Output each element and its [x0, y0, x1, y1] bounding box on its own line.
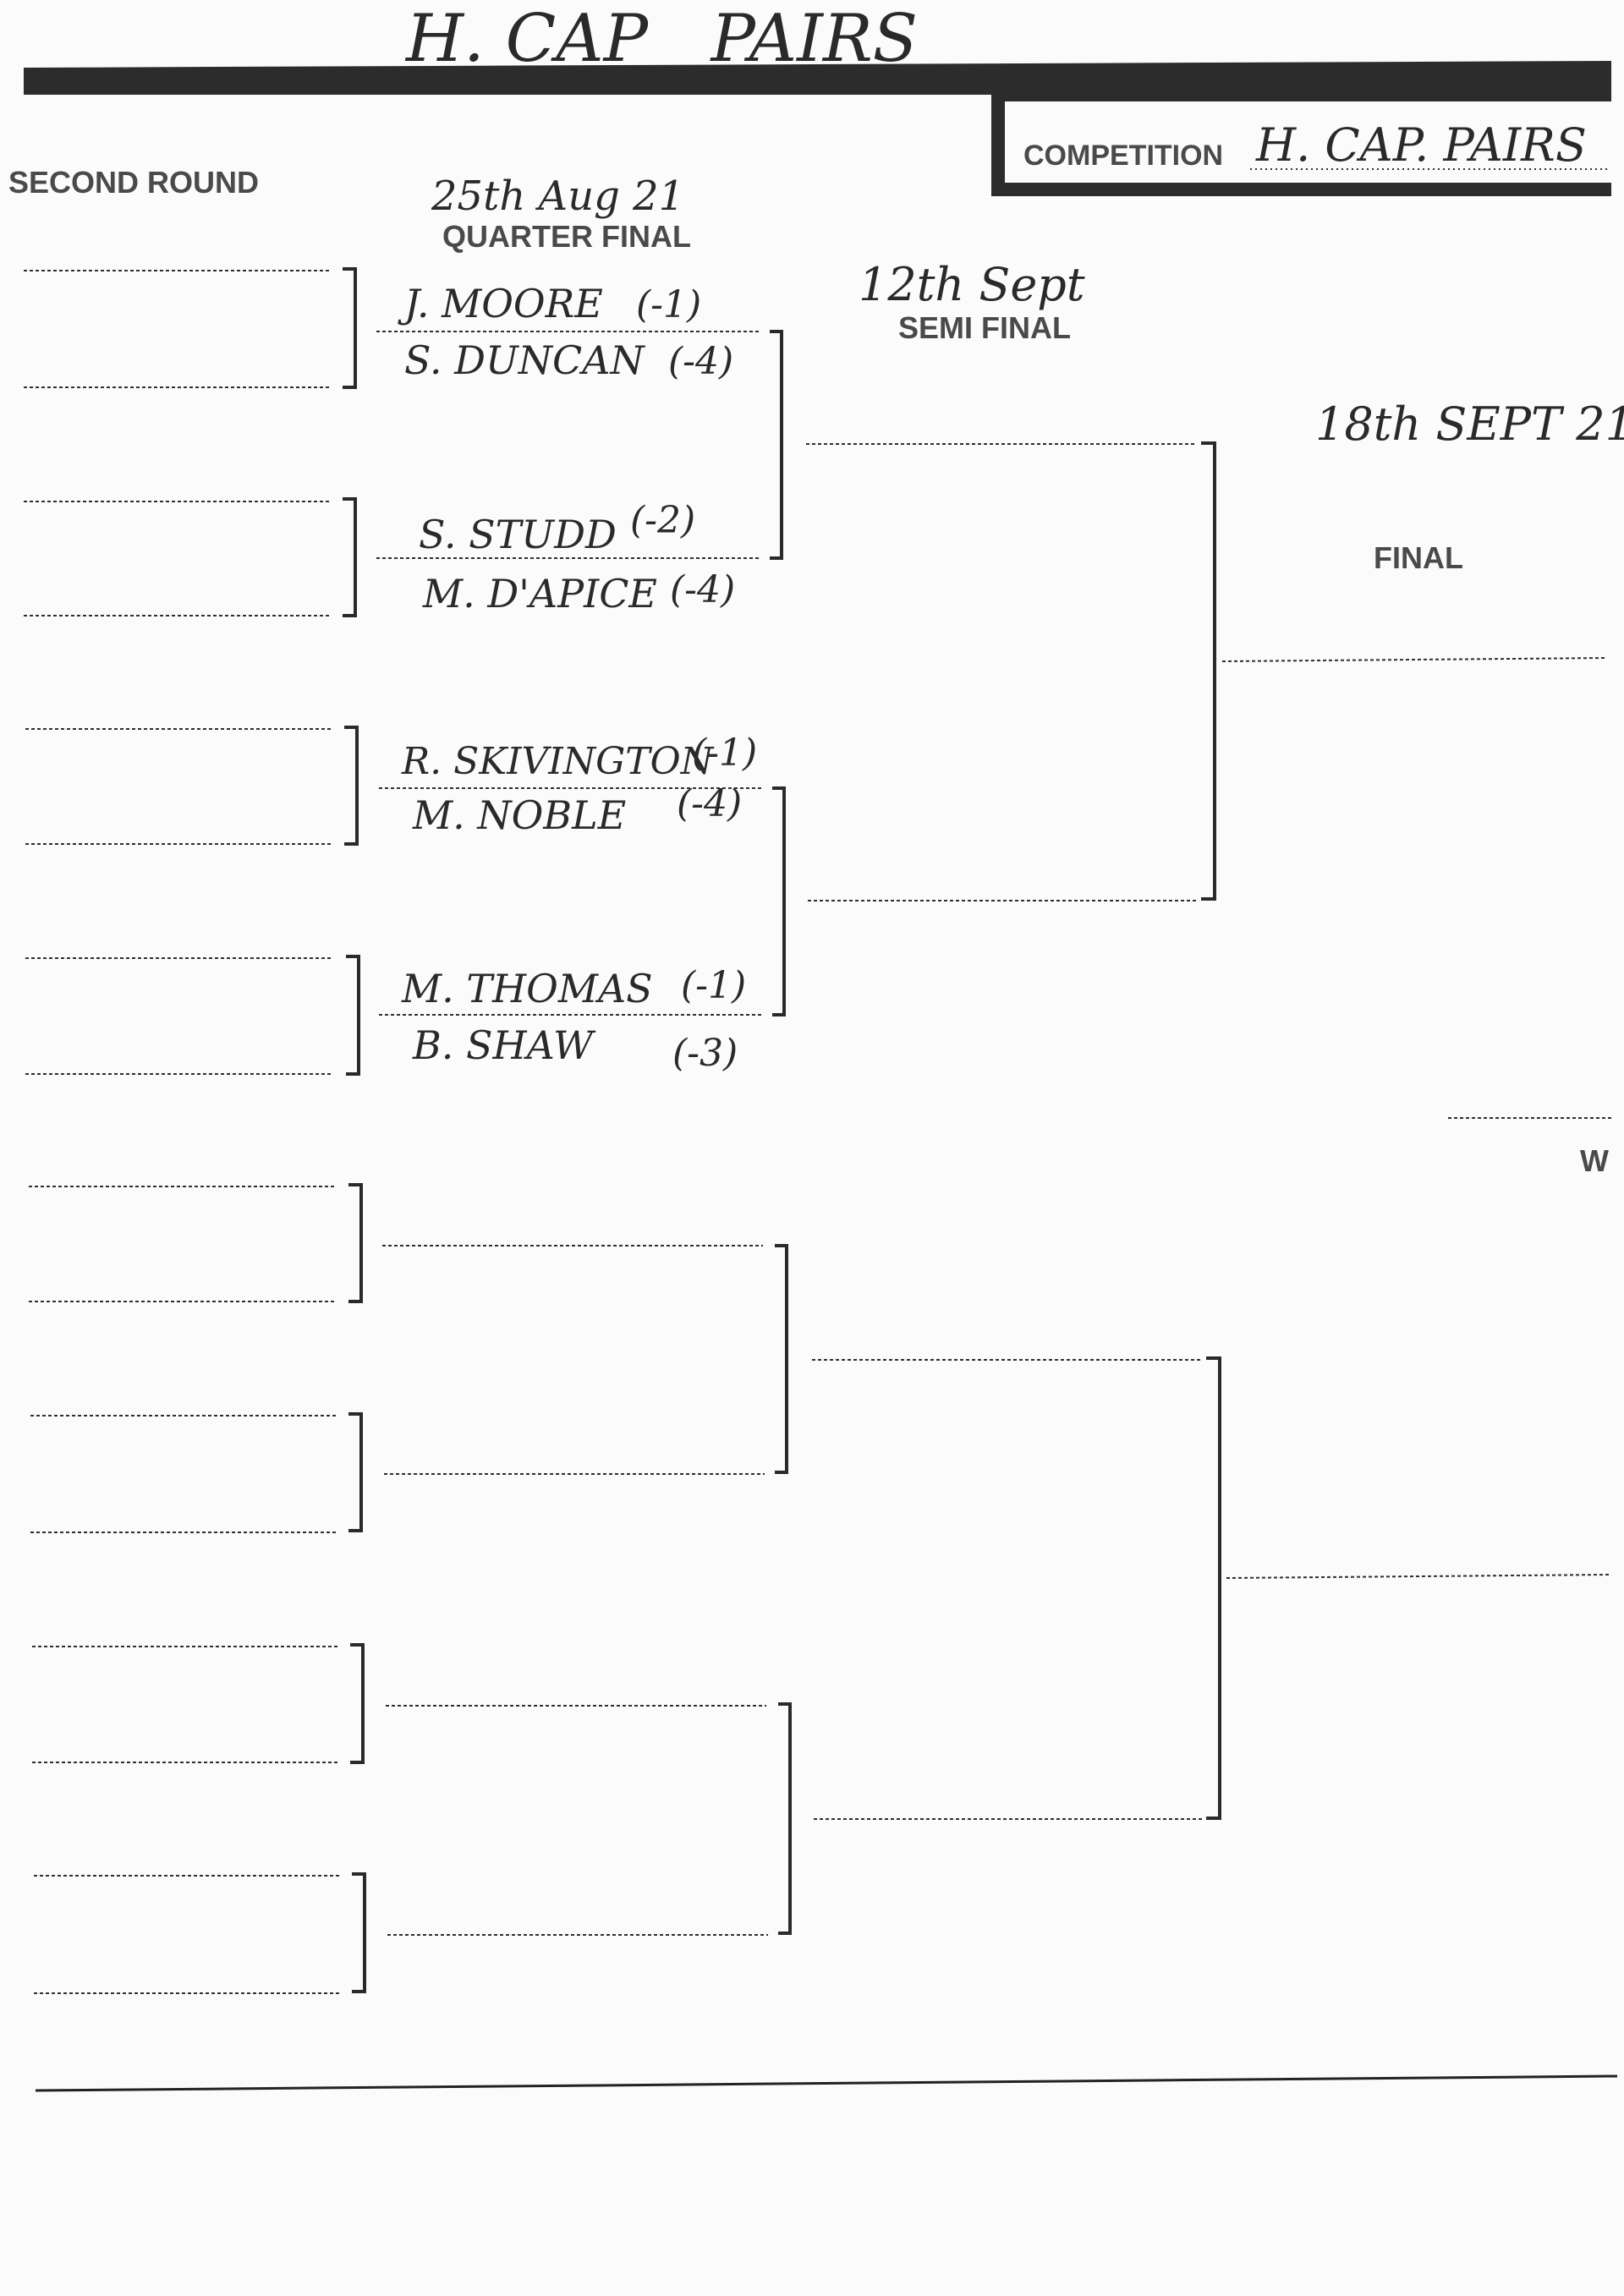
quarter-final-bracket: [775, 1244, 788, 1474]
second-round-bracket: [343, 267, 357, 389]
entry: J. MOORE (-1): [398, 281, 701, 326]
entry-name: M. THOMAS: [401, 966, 653, 1011]
second-round-bracket: [343, 497, 357, 617]
entry: S. DUNCAN (-4): [404, 337, 733, 383]
semi-final-brackets: [1201, 441, 1221, 1820]
second-round-brackets: [343, 267, 366, 1993]
quarter-final-bracket: [770, 330, 783, 560]
final-slot: [1226, 1574, 1612, 1579]
entry: M. THOMAS (-1): [401, 964, 746, 1011]
competition-label: COMPETITION: [1023, 140, 1223, 172]
second-round-bracket: [352, 1872, 366, 1993]
entry-name: S. STUDD: [419, 512, 617, 557]
entry-name: R. SKIVINGTON: [401, 740, 715, 783]
entry-handicap: (-1): [692, 732, 757, 775]
semi-final-date: 12th Sept: [859, 258, 1085, 311]
final-slots: [1221, 657, 1612, 1579]
quarter-final-bracket: [778, 1702, 792, 1935]
quarter-final-heading: QUARTER FINAL: [442, 219, 691, 254]
quarter-final-bracket: [772, 786, 786, 1016]
entry-handicap: (-4): [668, 340, 733, 383]
entry: M. NOBLE (-4): [412, 782, 742, 838]
final-slot: [1221, 657, 1608, 662]
entry-handicap: (-4): [670, 568, 735, 611]
second-round-bracket: [346, 955, 360, 1076]
final-heading: FINAL: [1374, 540, 1463, 575]
entry-name: J. MOORE: [398, 281, 603, 326]
entry-name: S. DUNCAN: [404, 337, 645, 383]
entry-name: M. NOBLE: [412, 792, 626, 838]
entry: B. SHAW (-3): [412, 1022, 738, 1075]
quarter-final-brackets: [770, 330, 792, 1935]
entry-name: B. SHAW: [412, 1022, 596, 1068]
competition-box: COMPETITION H. CAP. PAIRS: [991, 95, 1611, 196]
entry-handicap: (-2): [630, 499, 695, 542]
winner-heading: W: [1580, 1143, 1609, 1178]
semi-final-bracket: [1206, 1356, 1221, 1820]
entry: M. D'APICE (-4): [422, 568, 735, 616]
semi-final-slots: [806, 443, 1204, 1820]
quarter-final-slots: [376, 331, 768, 1936]
competition-value: H. CAP. PAIRS: [1255, 118, 1587, 172]
entry-name: M. D'APICE: [422, 571, 657, 616]
second-round-slots: [24, 270, 342, 1994]
entry-handicap: (-1): [681, 964, 746, 1007]
semi-final-heading: SEMI FINAL: [898, 310, 1071, 345]
entry: S. STUDD (-2): [419, 499, 695, 557]
quarter-final-entries: J. MOORE (-1) S. DUNCAN (-4) S. STUDD (-…: [398, 281, 757, 1075]
second-round-bracket: [348, 1412, 363, 1532]
semi-final-bracket: [1201, 441, 1216, 901]
entry-handicap: (-1): [636, 283, 701, 326]
second-round-bracket: [344, 726, 359, 846]
second-round-bracket: [348, 1183, 363, 1303]
quarter-final-date: 25th Aug 21: [431, 173, 684, 220]
second-round-bracket: [350, 1643, 365, 1764]
second-round-heading: SECOND ROUND: [8, 165, 259, 200]
entry-handicap: (-4): [677, 782, 742, 825]
bottom-rule: [35, 2074, 1618, 2092]
final-date: 18th SEPT 21.: [1315, 397, 1624, 451]
header-band: [24, 61, 1611, 95]
entry: R. SKIVINGTON (-1): [401, 732, 757, 783]
entry-handicap: (-3): [672, 1032, 738, 1075]
